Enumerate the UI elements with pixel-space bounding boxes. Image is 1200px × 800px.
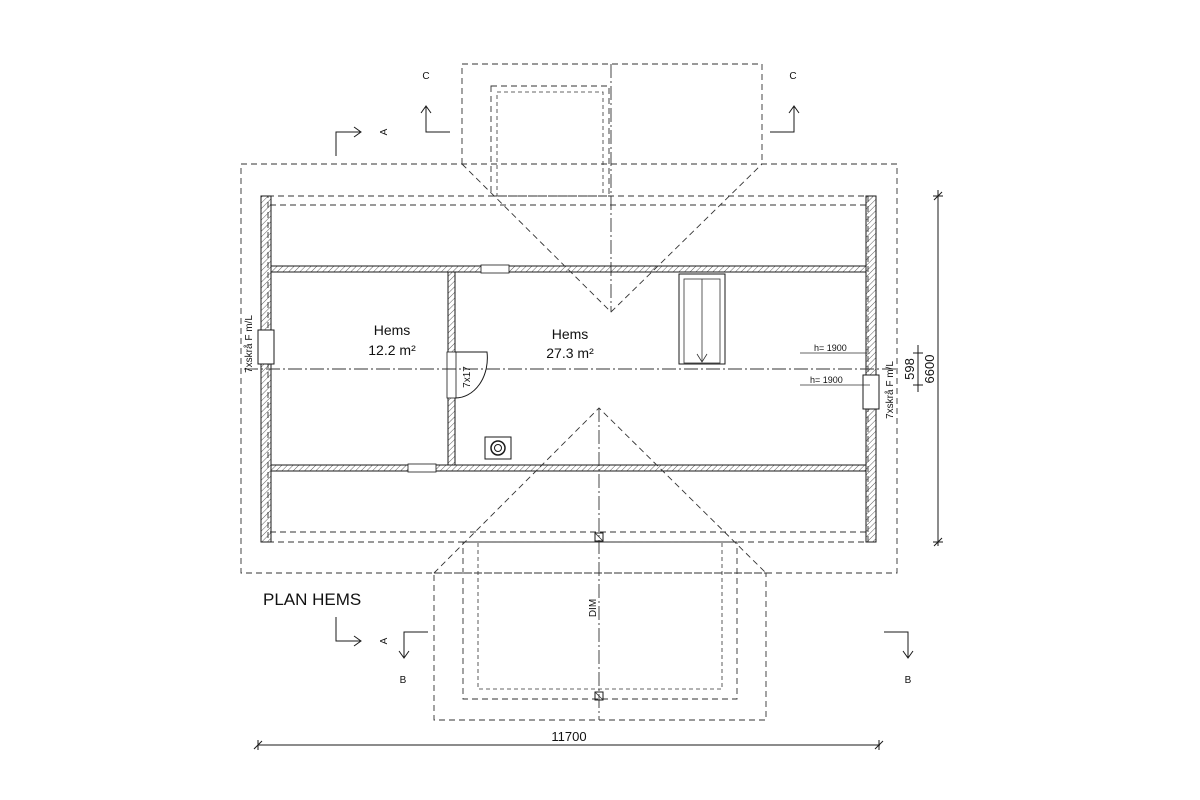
section-arrow-a-bottom (353, 635, 362, 647)
dormer-bottom-valley (433, 407, 767, 574)
section-marker-c-left (425, 107, 450, 133)
window-label-right: 7xskrå F m/L (884, 361, 896, 419)
room-name-right: Hems (552, 326, 589, 342)
knee-wall-top (270, 265, 867, 273)
section-label-a-top: A (379, 128, 390, 135)
dormer-top-inner (490, 85, 610, 197)
section-arrow-b-right (902, 650, 914, 659)
dimension-depth: 6600 (922, 355, 937, 384)
section-marker-b-left (403, 631, 428, 657)
dim-arrow-depth-top (933, 191, 943, 201)
dormer-top-outline (461, 63, 763, 164)
room-area-right: 27.3 m² (546, 345, 594, 361)
door-swing (454, 351, 488, 399)
section-arrow-c-right (788, 105, 800, 114)
section-label-a-bottom: A (379, 637, 390, 644)
height-mark-2: h= 1900 (810, 375, 843, 385)
stair (678, 273, 726, 365)
axis-mark-1-x (594, 532, 604, 542)
dormer-bottom-outline (433, 572, 767, 721)
room-name-left: Hems (374, 322, 411, 338)
section-label-b-left: B (400, 675, 407, 686)
section-marker-a-bottom (335, 617, 360, 642)
chimney-flue-inner (494, 444, 502, 452)
dormer-bottom-mid (462, 541, 738, 700)
section-label-b-right: B (905, 675, 912, 686)
dimension-width: 11700 (551, 729, 586, 744)
section-arrow-b-left (398, 650, 410, 659)
dim-axis-label: DIM (588, 599, 599, 617)
wall-opening-top (480, 264, 510, 274)
section-marker-a-top (335, 131, 360, 156)
door-label: 7x17 (462, 366, 473, 388)
dim-arrow-width-right (874, 740, 884, 750)
dim-arrow-depth-bottom (933, 537, 943, 547)
roof-outline (240, 163, 898, 574)
dormer-top-inner2 (496, 91, 604, 197)
axis-mark-2 (594, 691, 604, 701)
knee-wall-bottom (270, 464, 867, 472)
axis-mark-2-x (594, 691, 604, 701)
chimney-flue-outer (490, 440, 506, 456)
section-label-c-right: C (789, 71, 796, 82)
window-label-left: 7xskrå F m/L (243, 315, 255, 373)
door-opening (446, 351, 457, 399)
section-arrow-a-top (353, 126, 362, 138)
chimney (484, 436, 512, 460)
section-marker-b-right (884, 631, 909, 657)
plan-title: PLAN HEMS (263, 590, 361, 609)
height-mark-1: h= 1900 (814, 343, 847, 353)
window-left (257, 329, 275, 365)
room-area-left: 12.2 m² (368, 342, 416, 358)
section-label-c-left: C (422, 71, 429, 82)
section-marker-c-right (770, 107, 795, 133)
dormer-bottom-inner (477, 541, 723, 690)
section-arrow-c-left (420, 105, 432, 114)
dormer-top-valley (461, 163, 763, 313)
dimension-small: 598 (902, 358, 917, 380)
wall-opening-bottom (407, 463, 437, 473)
window-right (862, 374, 880, 410)
stair-arrow (696, 353, 708, 363)
axis-mark-1 (594, 532, 604, 542)
dim-arrow-width-left (253, 740, 263, 750)
